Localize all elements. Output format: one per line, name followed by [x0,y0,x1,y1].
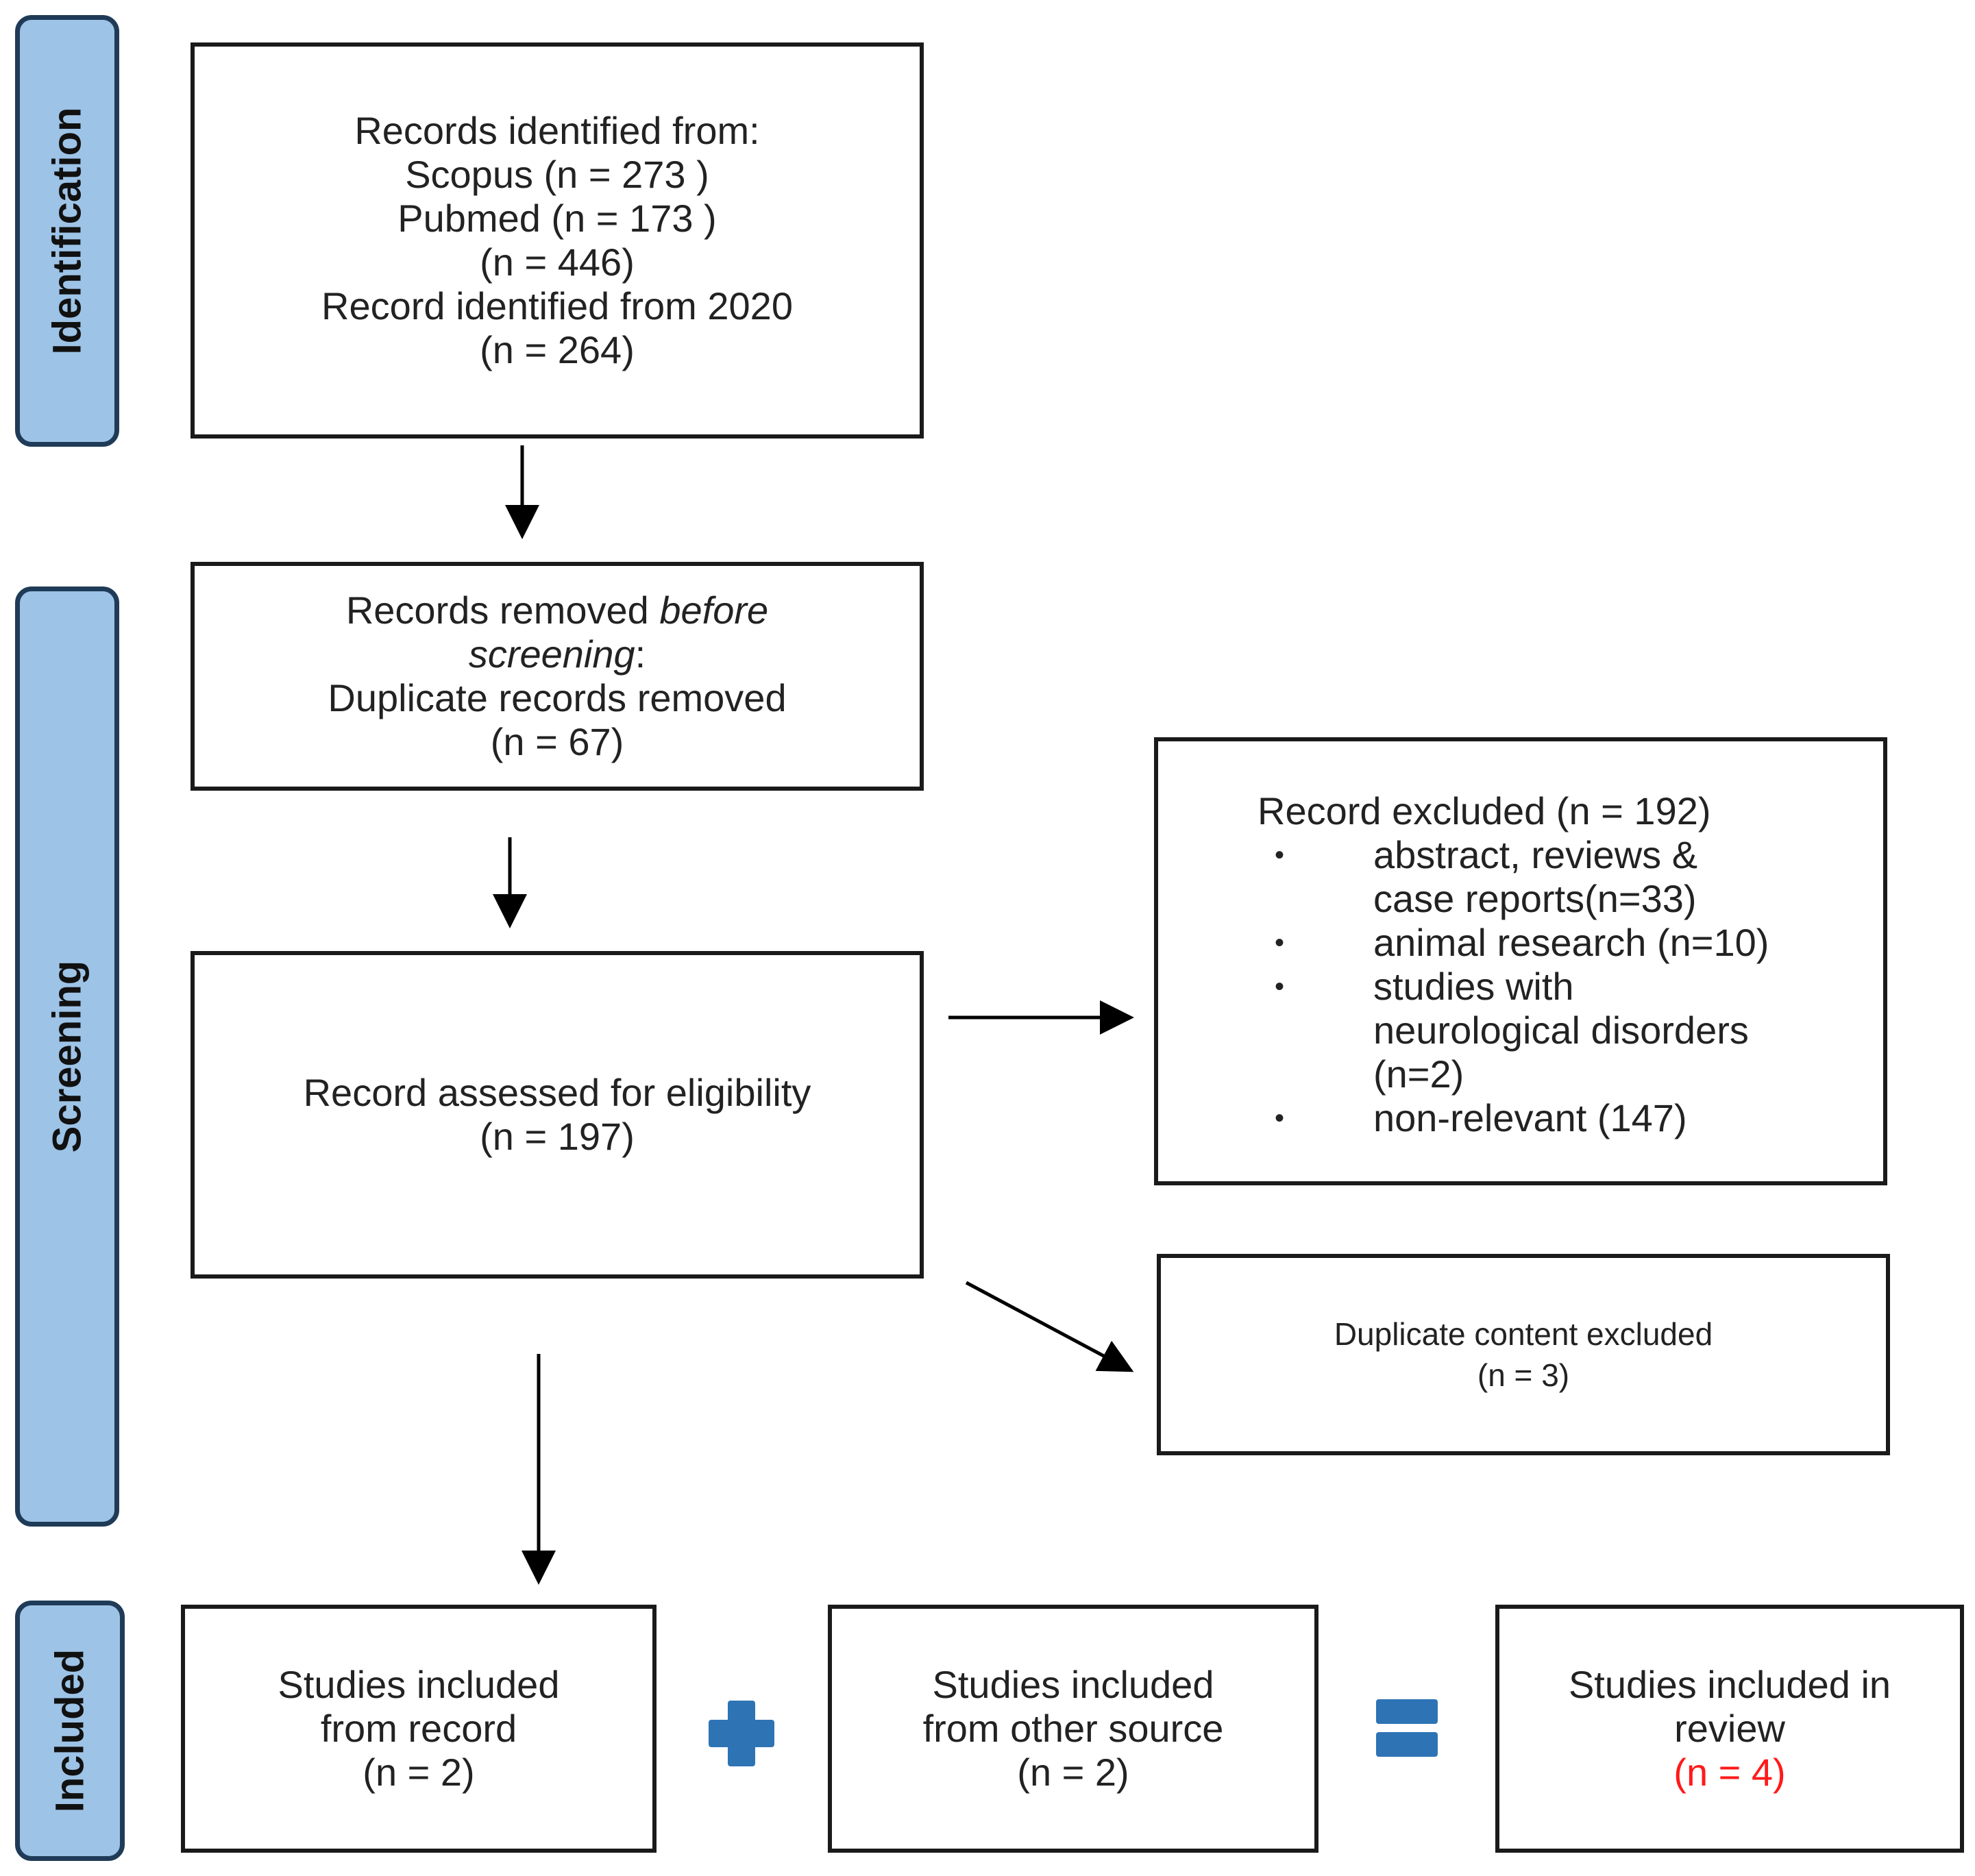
exclusion-line: neurological disorders [1373,1009,1749,1052]
studies-from-record-line2: from record [320,1707,517,1750]
duplicate-records-count: (n = 67) [490,720,624,763]
duplicate-records-label: Duplicate records removed [328,676,787,719]
phase-identification: Identification [15,15,119,447]
duplicate-content-box: Duplicate content excluded (n = 3) [1157,1254,1890,1455]
studies-in-review-line2: review [1674,1707,1785,1750]
screening-text: screening [468,632,635,676]
studies-in-review-box: Studies included in review (n = 4) [1495,1605,1964,1853]
exclusion-line: animal research (n=10) [1373,921,1769,964]
records-identified-box: Records identified from: Scopus (n = 273… [191,42,924,439]
duplicate-content-count: (n = 3) [1477,1357,1570,1393]
bullet-icon: • [1275,972,1285,1002]
exclusion-line: case reports(n=33) [1373,877,1697,920]
records-assessed-count: (n = 197) [480,1115,635,1158]
studies-from-record-count: (n = 2) [363,1751,475,1794]
records-2020-heading: Record identified from 2020 [321,284,793,328]
exclusion-line: abstract, reviews & [1373,833,1698,876]
studies-other-source-count: (n = 2) [1017,1751,1129,1794]
bullet-icon: • [1275,840,1285,870]
phase-screening: Screening [15,587,119,1527]
records-removed-prefix: Records removed [345,589,660,632]
exclusion-line: studies with [1373,965,1574,1008]
records-removed-box: Records removed before screening: Duplic… [191,562,924,791]
exclusion-item-text: animal research (n=10) [1373,921,1769,965]
bullet-icon: • [1275,1103,1285,1133]
studies-in-review-line1: Studies included in [1568,1663,1891,1706]
studies-other-source-box: Studies included from other source (n = … [828,1605,1318,1853]
exclusion-line: non-relevant (147) [1373,1096,1687,1139]
duplicate-content-label: Duplicate content excluded [1334,1316,1713,1352]
records-excluded-box: Record excluded (n = 192) • abstract, re… [1154,737,1887,1185]
exclusion-item-text: non-relevant (147) [1373,1096,1687,1140]
records-assessed-box: Record assessed for eligibility (n = 197… [191,951,924,1279]
plus-icon [709,1701,774,1766]
equals-icon [1376,1699,1438,1757]
records-identified-heading: Records identified from: [354,109,760,152]
exclusion-line: (n=2) [1373,1052,1464,1096]
records-2020-count: (n = 264) [480,328,635,371]
scopus-count: Scopus (n = 273 ) [405,153,709,196]
bullet-icon: • [1275,928,1285,958]
studies-other-source-line2: from other source [922,1707,1224,1750]
pubmed-count: Pubmed (n = 173 ) [397,197,717,240]
studies-from-record-box: Studies included from record (n = 2) [181,1605,657,1853]
phase-included: Included [15,1601,125,1861]
total-count: (n = 446) [480,240,635,284]
records-removed-line1: Records removed before [346,589,768,632]
records-removed-line2: screening: [469,632,646,676]
exclusion-item-text: studies with neurological disorders (n=2… [1373,965,1749,1096]
records-excluded-title: Record excluded (n = 192) [1258,789,1711,832]
colon-text: : [635,632,646,676]
before-text: before [659,589,769,632]
exclusion-item-text: abstract, reviews & case reports(n=33) [1373,833,1697,921]
arrow-assessed-to-duplicate [965,1281,1134,1372]
records-assessed-label: Record assessed for eligibility [303,1071,811,1114]
studies-in-review-count: (n = 4) [1673,1751,1786,1794]
studies-from-record-line1: Studies included [278,1663,560,1706]
studies-other-source-line1: Studies included [932,1663,1214,1706]
